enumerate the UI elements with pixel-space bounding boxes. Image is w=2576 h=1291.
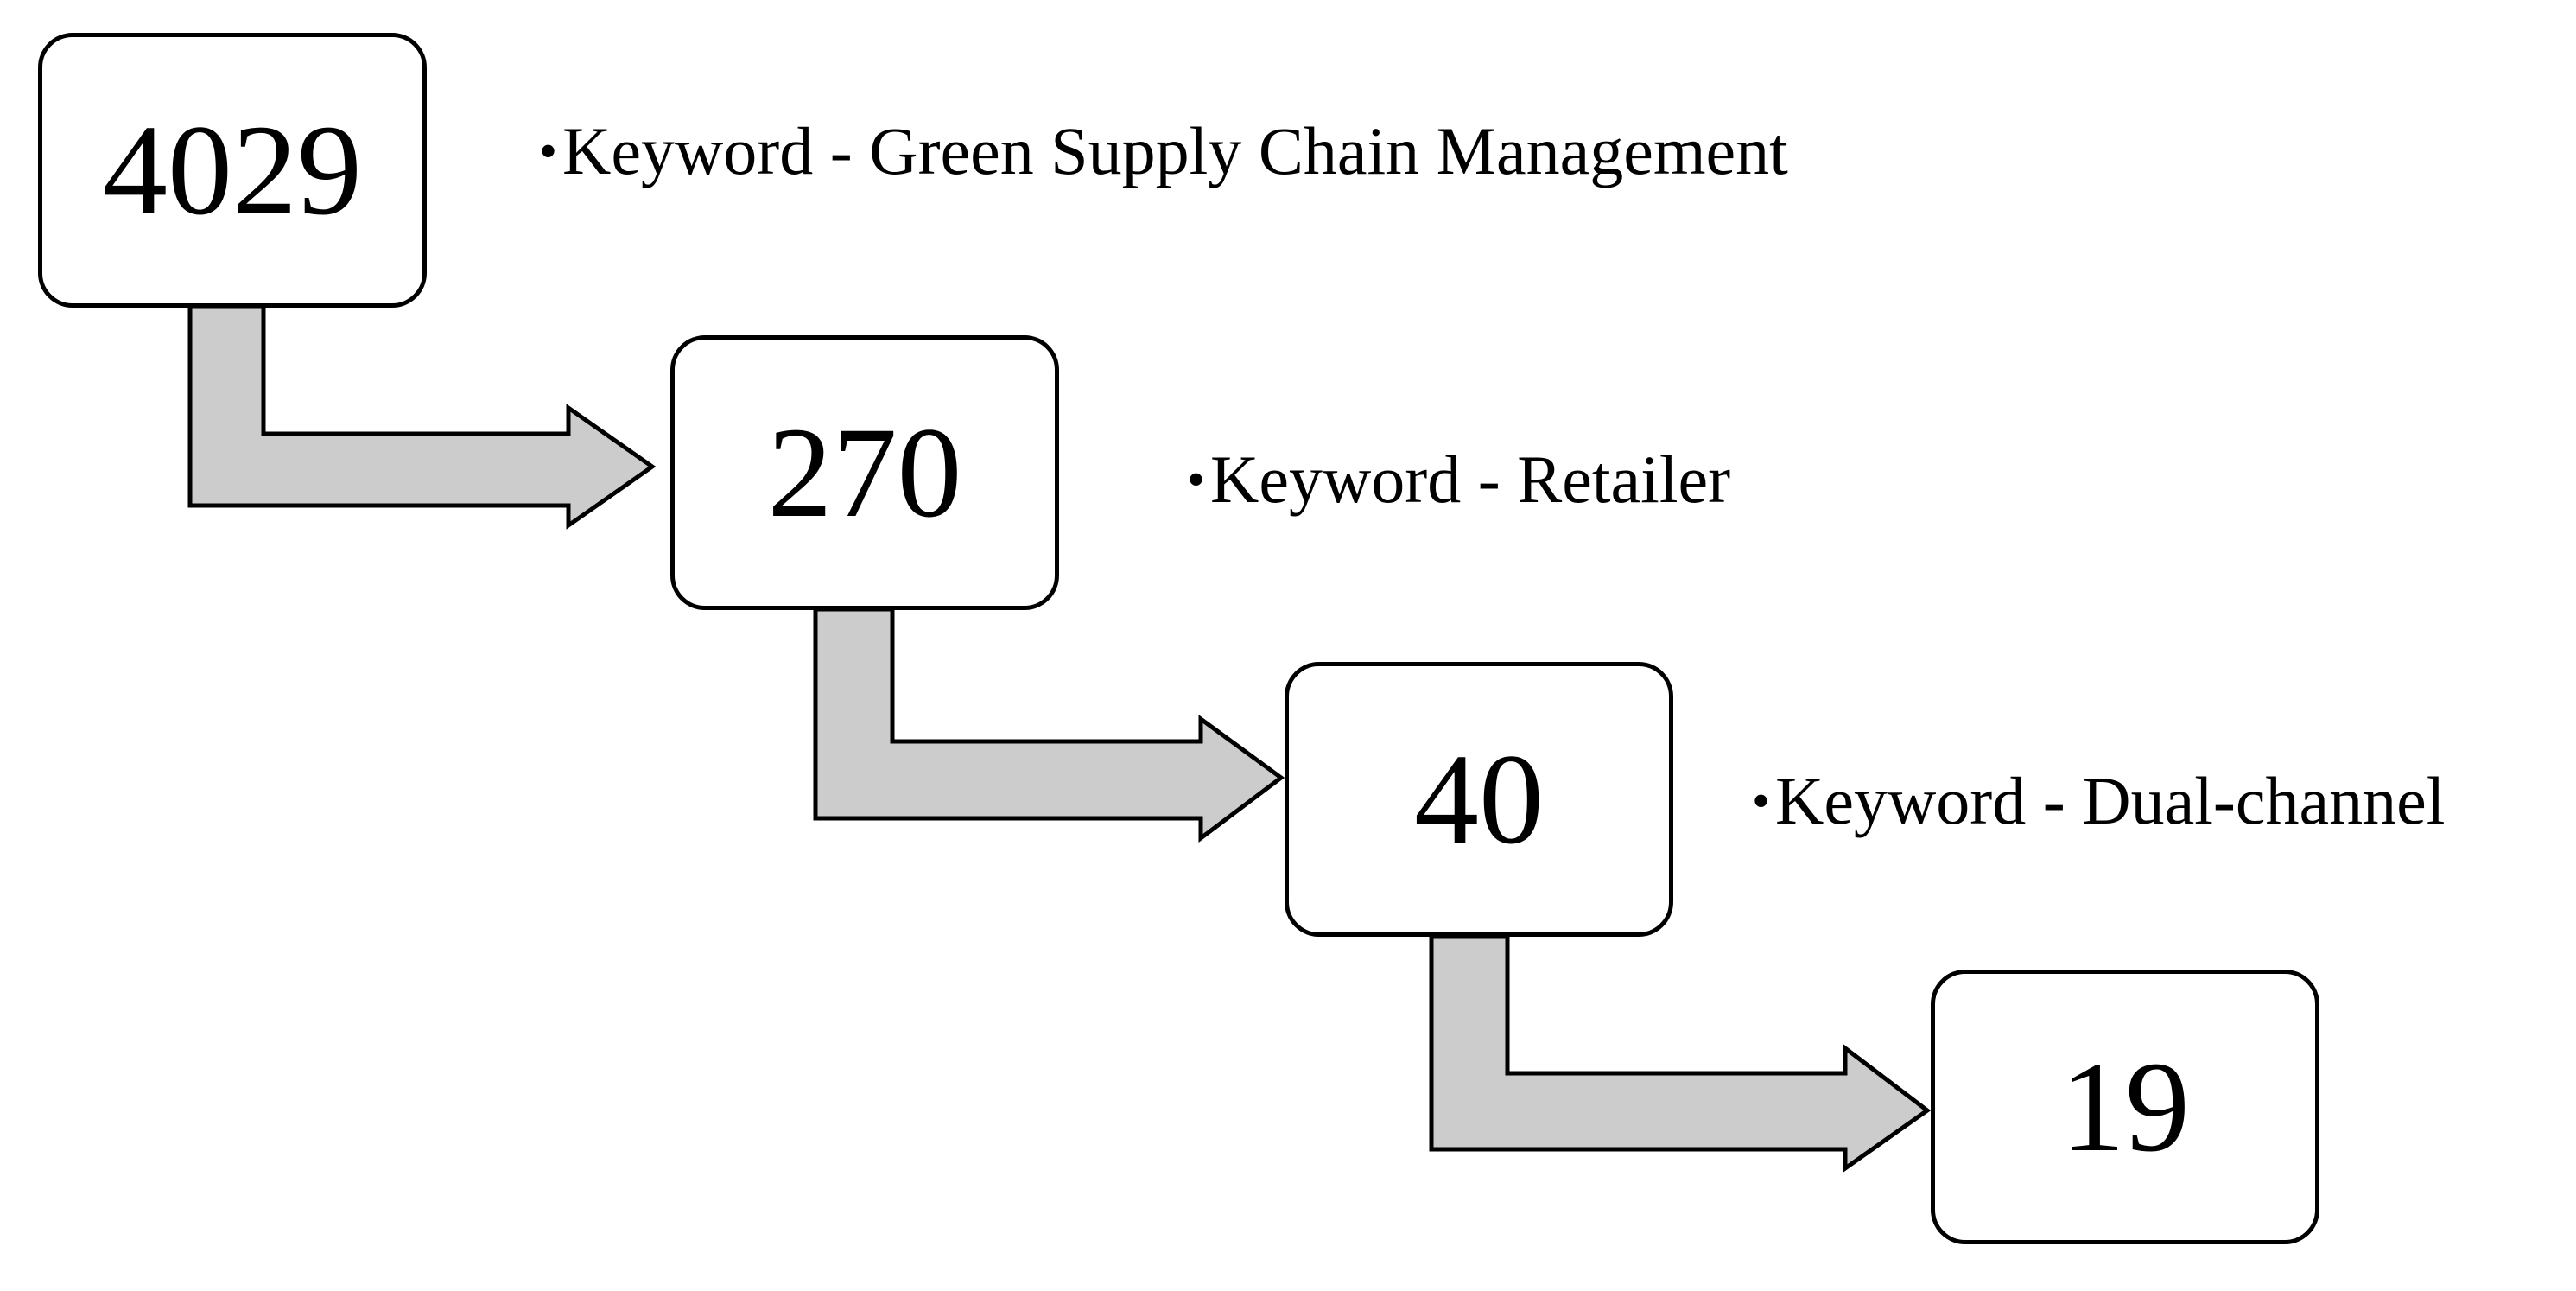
stage-count-3: 40 [1414,728,1544,871]
keyword-label-2: Keyword - Retailer [1210,442,1731,517]
keyword-label-1: Keyword - Green Supply Chain Management [562,113,1788,188]
bullet-icon: • [1752,773,1771,830]
keyword-filter-1: • Keyword - Green Supply Chain Managemen… [539,118,1788,185]
stage-box-2: 270 [670,335,1059,610]
stage-box-3: 40 [1285,662,1673,937]
arrow-stage-1-to-2 [187,304,657,530]
keyword-filter-3: • Keyword - Dual-channel [1752,767,2445,835]
stage-count-1: 4029 [103,99,362,242]
stage-box-1: 4029 [38,33,427,308]
stage-box-4: 19 [1931,970,2319,1244]
stage-count-2: 270 [767,401,962,544]
arrow-stage-3-to-4 [1429,934,1932,1173]
stage-count-4: 19 [2060,1035,2190,1179]
arrow-stage-2-to-3 [813,607,1285,843]
keyword-filter-2: • Keyword - Retailer [1187,446,1730,513]
bullet-icon: • [539,123,558,180]
bullet-icon: • [1187,451,1206,508]
keyword-label-3: Keyword - Dual-channel [1775,763,2446,838]
